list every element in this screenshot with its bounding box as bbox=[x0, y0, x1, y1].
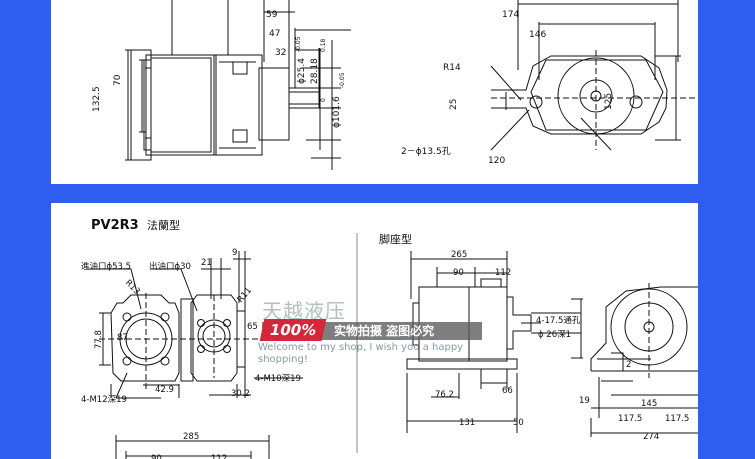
dim-90b: 90 bbox=[151, 454, 162, 459]
dim-32: 32 bbox=[275, 48, 286, 58]
dim-r11: R11 bbox=[236, 286, 254, 305]
top-drawing-panel: 59 47 32 70 132.5 ϕ25.4 28.18 ϕ101.6 174… bbox=[51, 0, 698, 184]
foot-holes: 4-17.5通孔 bbox=[536, 315, 581, 326]
dim-66: 66 bbox=[502, 386, 513, 396]
dim-59: 59 bbox=[266, 10, 278, 20]
dim-117-5a: 117.5 bbox=[618, 414, 642, 424]
dim-30-2: 30.2 bbox=[231, 389, 250, 399]
dim-117-5b: 117.5 bbox=[665, 414, 689, 424]
tol-b: 0.18 bbox=[320, 38, 327, 52]
counterbore: ϕ 26深1 bbox=[538, 330, 571, 340]
dim-r13: R13 bbox=[123, 278, 142, 297]
dim-132-5: 132.5 bbox=[92, 86, 102, 112]
dim-50: 50 bbox=[513, 418, 524, 428]
dim-phi-25-4: ϕ25.4 bbox=[297, 58, 307, 84]
dim-70: 70 bbox=[113, 74, 123, 86]
dim-146: 146 bbox=[529, 30, 546, 40]
foot-type-title: 脚座型 bbox=[379, 232, 412, 246]
dim-25: 25 bbox=[449, 99, 459, 110]
flange-type-title: 法蘭型 bbox=[147, 218, 180, 232]
dim-112b: 112 bbox=[211, 454, 227, 459]
dim-phi-101-6: ϕ101.6 bbox=[332, 96, 342, 128]
dim-holes: 2－ϕ13.5孔 bbox=[401, 146, 451, 157]
dim-274: 274 bbox=[643, 432, 659, 442]
inlet-label: 進油口ϕ53.5 bbox=[81, 261, 131, 272]
dim-76-2: 76.2 bbox=[435, 390, 454, 400]
top-drawing-svg: 59 47 32 70 132.5 ϕ25.4 28.18 ϕ101.6 174… bbox=[92, 0, 698, 170]
watermark-welcome-text: Welcome to my shop, I wish you a happy s… bbox=[258, 342, 464, 365]
m12-note: 4-M12深19 bbox=[81, 395, 127, 405]
dim-125: 125 bbox=[604, 93, 614, 110]
dim-47: 47 bbox=[269, 29, 280, 39]
tol-zero: 0 bbox=[320, 98, 327, 102]
dim-90: 90 bbox=[453, 268, 464, 278]
model-title: PV2R3 bbox=[91, 218, 139, 233]
dim-2: 2 bbox=[626, 360, 631, 370]
dim-87: 87 bbox=[117, 333, 128, 343]
dim-265: 265 bbox=[451, 250, 467, 260]
dim-120: 120 bbox=[488, 156, 505, 166]
dim-112: 112 bbox=[495, 268, 511, 278]
dim-77-8: 77.8 bbox=[94, 330, 104, 349]
dim-r14: R14 bbox=[443, 63, 461, 73]
outlet-label: 出油口ϕ30 bbox=[149, 261, 191, 272]
dim-285: 285 bbox=[183, 432, 199, 442]
dim-9: 9 bbox=[232, 248, 237, 258]
tol-c: -0.05 bbox=[339, 72, 346, 88]
dim-19: 19 bbox=[579, 396, 590, 406]
dim-145: 145 bbox=[641, 399, 657, 409]
m10-note: 4-M10深19 bbox=[255, 374, 301, 384]
dim-42-9: 42.9 bbox=[155, 385, 174, 395]
dim-65: 65 bbox=[247, 322, 258, 332]
dim-21: 21 bbox=[201, 258, 212, 268]
dim-131: 131 bbox=[459, 418, 475, 428]
watermark-percent: 100% bbox=[259, 319, 327, 341]
tol-a: -0.05 bbox=[295, 36, 302, 52]
dim-28-18: 28.18 bbox=[310, 58, 320, 84]
dim-174: 174 bbox=[502, 10, 519, 20]
watermark-badge-text: 实物拍摄 盗图必究 bbox=[334, 324, 435, 338]
